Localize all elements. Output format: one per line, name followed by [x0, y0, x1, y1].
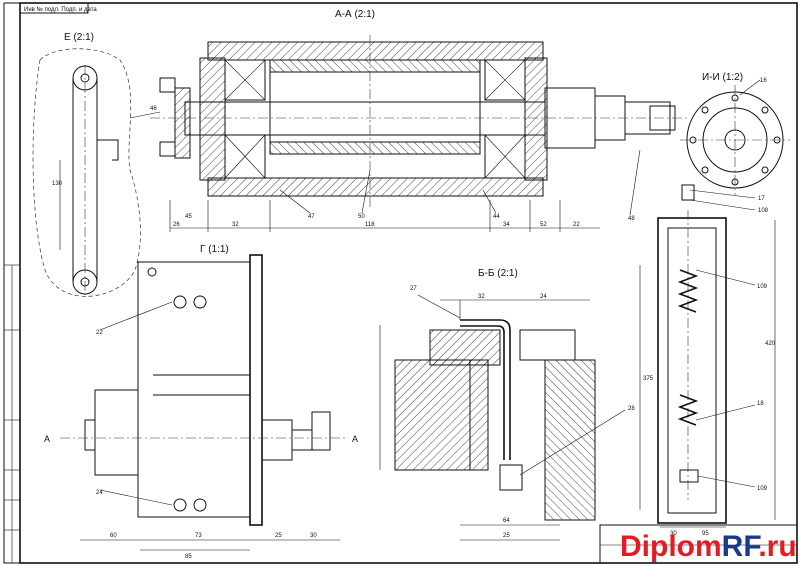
- sheet-frame: [3, 2, 798, 564]
- dim-26: 26: [173, 222, 180, 228]
- dim-bb-64: 64: [503, 518, 510, 524]
- section-bb-title: Б-Б (2:1): [478, 268, 518, 279]
- callout-17: 17: [758, 196, 765, 202]
- section-aa-title: А-А (2:1): [335, 9, 375, 20]
- dim-g-85: 85: [185, 554, 192, 560]
- dim-col-95: 95: [702, 531, 709, 537]
- dim-col-420: 420: [765, 341, 776, 347]
- view-ii: И-И (1:2) 16 17 108: [680, 72, 790, 214]
- callout-47: 47: [308, 214, 315, 220]
- callout-48: 48: [628, 216, 635, 222]
- watermark-part-a: Diplom: [620, 530, 722, 563]
- dim-e-left: 130: [52, 181, 63, 187]
- callout-46: 46: [150, 106, 157, 112]
- view-g: Г (1:1) 22 24 А А 60 73 25 30 85: [44, 244, 358, 560]
- corner-stamp: Инв № подл. Подп. и дата: [19, 2, 97, 14]
- section-aa: А-А (2:1): [129, 9, 690, 232]
- callout-22: 22: [96, 330, 103, 336]
- dim-32: 32: [232, 222, 239, 228]
- view-g-title: Г (1:1): [200, 244, 229, 255]
- dim-52: 52: [540, 222, 547, 228]
- dim-g-60: 60: [110, 533, 117, 539]
- callout-44: 44: [493, 214, 500, 220]
- dim-bb-32: 32: [478, 294, 485, 300]
- view-e-title: Е (2:1): [64, 32, 94, 43]
- callout-45: 45: [185, 214, 192, 220]
- title-block: [599, 524, 798, 564]
- watermark-part-b: RF: [722, 530, 762, 563]
- dim-bb-25: 25: [503, 533, 510, 539]
- callout-108: 108: [758, 208, 769, 214]
- dim-col-30: 30: [670, 531, 677, 537]
- watermark: DiplomRF.ru: [620, 530, 797, 563]
- dim-g-25: 25: [275, 533, 282, 539]
- watermark-part-c: .ru: [758, 530, 796, 563]
- dim-34: 34: [503, 222, 510, 228]
- dim-22: 22: [573, 222, 580, 228]
- dim-g-73: 73: [195, 533, 202, 539]
- callout-16: 16: [760, 78, 767, 84]
- stamp-text: Инв № подл. Подп. и дата: [24, 6, 97, 13]
- view-ii-title: И-И (1:2): [702, 72, 743, 83]
- section-bb: Б-Б (2:1) 32 24 27 28 64 25: [379, 268, 635, 541]
- callout-109: 109: [757, 284, 768, 290]
- callout-24: 24: [96, 490, 103, 496]
- dim-bb-24: 24: [540, 294, 547, 300]
- dim-g-30: 30: [310, 533, 317, 539]
- callout-109b: 109: [757, 486, 768, 492]
- callout-50: 50: [358, 214, 365, 220]
- callout-27: 27: [410, 286, 417, 292]
- callout-28: 28: [628, 406, 635, 412]
- section-mark-a-left: А: [44, 434, 50, 444]
- callout-18: 18: [757, 401, 764, 407]
- section-mark-a-right: А: [352, 434, 358, 444]
- spring-column: 375 420 109 18 109 30 95: [639, 184, 776, 537]
- dim-col-375: 375: [643, 376, 654, 382]
- view-e: Е (2:1) 130: [32, 32, 141, 297]
- dim-118: 118: [365, 222, 375, 228]
